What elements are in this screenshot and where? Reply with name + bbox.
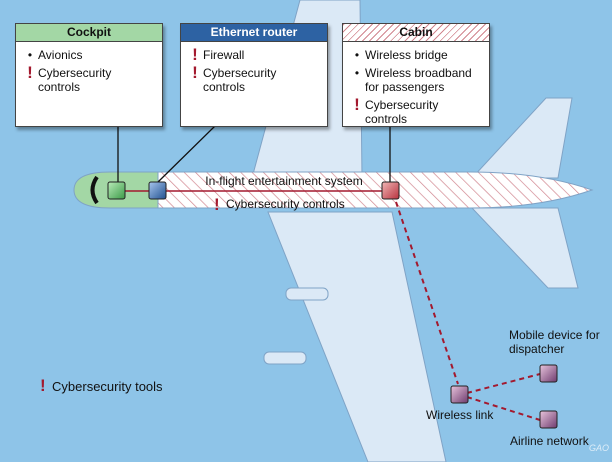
legend: ! Cybersecurity tools	[40, 376, 163, 396]
router-box-list: ! Firewall! Cybersecurity controls	[181, 42, 327, 104]
router-box: Ethernet router ! Firewall! Cybersecurity …	[180, 23, 328, 127]
alert-marker-icon: !	[27, 63, 33, 82]
router-node	[148, 181, 167, 200]
gao-watermark: GAO	[589, 443, 609, 453]
box-list-item: • Avionics	[24, 48, 154, 62]
wireless-link-node	[450, 385, 469, 404]
box-list-item-text: Avionics	[38, 48, 83, 62]
link-to-mobile	[466, 373, 541, 394]
mobile-device-node	[539, 364, 558, 383]
airline-network-node	[539, 410, 558, 429]
fuselage-cabin	[157, 171, 594, 209]
box-list-item-text: Firewall	[203, 48, 245, 62]
box-list-item-text: Wireless bridge	[365, 48, 448, 62]
cabin-box-list: • Wireless bridge • Wireless broadband for …	[343, 42, 489, 136]
alert-marker-icon: !	[192, 45, 198, 64]
cockpit-box: Cockpit • Avionics! Cybersecurity controls	[15, 23, 163, 127]
ife-controls-label: Cybersecurity controls	[226, 197, 345, 211]
box-list-item-text: Cybersecurity controls	[38, 66, 112, 94]
engine-lower-1	[285, 287, 329, 301]
box-list-item: ! Cybersecurity controls	[189, 63, 319, 94]
alert-marker-icon: !	[354, 95, 360, 114]
router-connector	[157, 125, 216, 183]
box-list-item-text: Cybersecurity controls	[203, 66, 277, 94]
lower-stabilizer	[470, 207, 579, 289]
box-list-item: • Wireless bridge	[351, 48, 481, 62]
cabin-box-title: Cabin	[343, 24, 489, 42]
cockpit-box-list: • Avionics! Cybersecurity controls	[16, 42, 162, 104]
cockpit-box-title: Cockpit	[16, 24, 162, 42]
cockpit-windshield	[90, 175, 99, 205]
link-to-airline	[466, 396, 541, 421]
legend-text: Cybersecurity tools	[52, 379, 163, 394]
legend-alert-marker: !	[40, 376, 46, 395]
wireless-link-label: Wireless link	[426, 408, 494, 422]
box-list-item-text: Cybersecurity controls	[365, 98, 439, 126]
cockpit-node	[107, 181, 126, 200]
box-list-item-text: Wireless broadband for passengers	[365, 66, 472, 94]
router-box-title: Ethernet router	[181, 24, 327, 42]
bullet-icon: •	[354, 66, 360, 80]
airplane	[73, 0, 594, 462]
box-list-item: ! Firewall	[189, 45, 319, 64]
cabin-node	[381, 181, 400, 200]
airline-network-label: Airline network	[510, 434, 590, 448]
alert-marker-icon: !	[192, 63, 198, 82]
mobile-device-label: Mobile device for dispatcher	[509, 328, 600, 356]
lower-wing	[267, 211, 447, 462]
box-list-item: ! Cybersecurity controls	[24, 63, 154, 94]
ife-system-label: In-flight entertainment system	[205, 174, 362, 188]
bullet-icon: •	[27, 48, 33, 62]
ife-alert-marker: !	[214, 195, 220, 214]
box-list-item: • Wireless broadband for passengers	[351, 66, 481, 94]
cabin-box: Cabin • Wireless bridge • Wireless broadban…	[342, 23, 490, 127]
box-list-item: ! Cybersecurity controls	[351, 95, 481, 126]
bullet-icon: •	[354, 48, 360, 62]
engine-lower-2	[263, 351, 307, 365]
